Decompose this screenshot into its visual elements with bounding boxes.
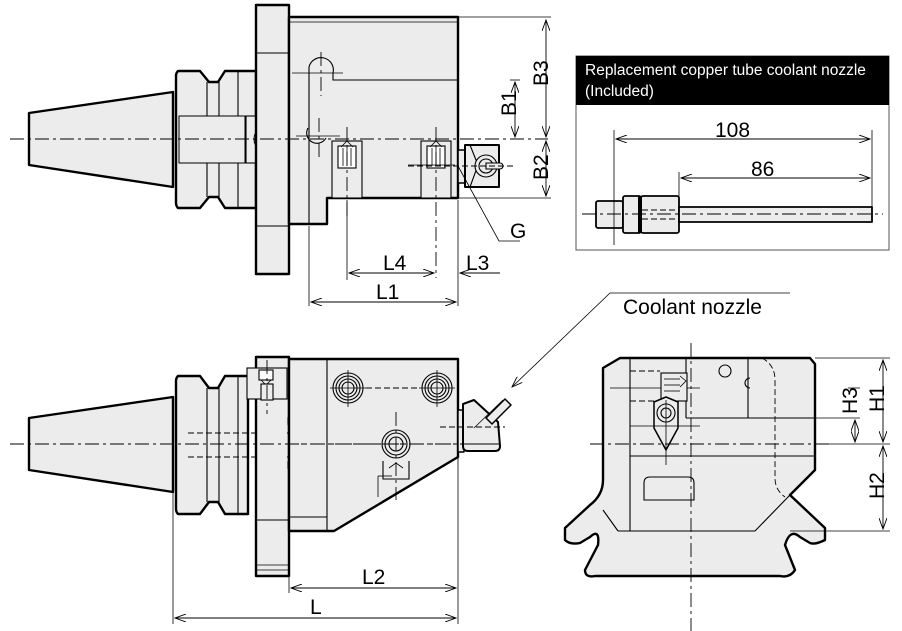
- counterbore-screw-2-icon: [419, 370, 455, 407]
- dim-label-l2: L2: [362, 566, 385, 589]
- dim-label-l: L: [310, 596, 322, 619]
- dim-label-g: G: [510, 220, 526, 243]
- counterbore-screw-1-icon: [330, 370, 366, 407]
- dim-label-b1: B1: [498, 90, 521, 116]
- taper-shank: [27, 90, 175, 189]
- callout-coolant-nozzle: Coolant nozzle: [623, 296, 762, 319]
- inset-title-line1: Replacement copper tube coolant nozzle: [585, 62, 866, 79]
- v-flange-side: [174, 374, 250, 516]
- clamp-screw-2-icon: [420, 127, 452, 278]
- inset-title-line2: (Included): [585, 83, 654, 100]
- replacement-nozzle-inset: Replacement copper tube coolant nozzle (…: [575, 55, 890, 251]
- end-view-screw-icon: [610, 370, 700, 465]
- dim-label-l3: L3: [466, 252, 489, 275]
- inset-header: [576, 56, 889, 105]
- side-view: L2 L Coolant nozzle: [10, 292, 790, 624]
- dim-label-h2: H2: [866, 472, 889, 499]
- end-view: H1 H3 H2: [563, 343, 890, 631]
- dim-label-l1: L1: [376, 281, 399, 304]
- dim-label-h1: H1: [866, 385, 889, 412]
- side-flange: [254, 355, 291, 578]
- top-view: B3 B1 B2 G L4 L3 L1: [10, 3, 553, 306]
- dim-label-h3: H3: [839, 387, 862, 414]
- inset-dim-86: 86: [751, 158, 774, 181]
- mounting-flange: [254, 3, 291, 276]
- dim-label-b2: B2: [530, 154, 553, 180]
- copper-tube-nozzle-icon: [582, 195, 883, 234]
- dim-label-l4: L4: [383, 252, 407, 275]
- inset-dim-108: 108: [715, 119, 750, 142]
- end-view-body: [563, 356, 827, 578]
- angled-coolant-nozzle-icon: [440, 398, 512, 453]
- coolant-nozzle-fitting-icon: [408, 144, 515, 188]
- taper-shank-side: [27, 395, 175, 494]
- clamp-screw-1-icon: [331, 127, 363, 218]
- side-screw-icon: [258, 360, 274, 414]
- dim-label-b3: B3: [530, 60, 553, 86]
